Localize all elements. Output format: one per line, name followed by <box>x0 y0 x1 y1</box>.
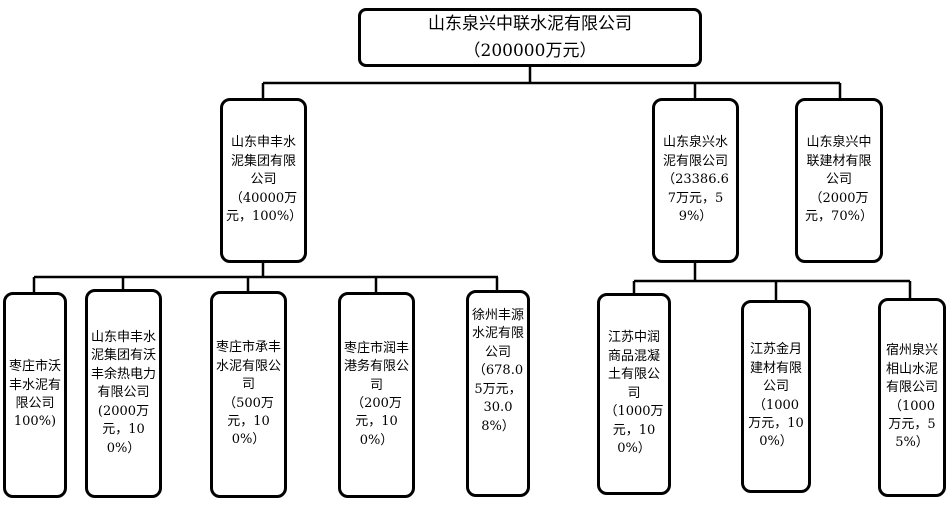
node-runfeng: 枣庄市润丰港务有限公司 （200万元，100%） <box>338 292 415 498</box>
node-wofeng-yure-detail: (2000万元，100%） <box>97 403 150 456</box>
node-xiangshan-detail: （1000万元，55%） <box>888 398 936 451</box>
node-quanxing-shuini-detail: （23386.67万元，59%） <box>662 172 729 225</box>
node-xiangshan: 宿州泉兴相山水泥有限公司 （1000万元，55%） <box>878 298 946 497</box>
node-wofeng-detail: 100%) <box>13 414 57 430</box>
node-jinyue: 江苏金月建材有限公司 （1000万元，100%） <box>741 300 811 493</box>
node-quanxing-shuini-name: 山东泉兴水泥有限公司 <box>662 135 728 169</box>
node-root-name: 山东泉兴中联水泥有限公司 <box>428 14 632 35</box>
node-chengfeng-detail: （500万元，100%） <box>223 395 274 448</box>
node-zhongrun: 江苏中润商品混凝土有限公司 （1000万元，100%） <box>597 293 671 495</box>
node-xiangshan-name: 宿州泉兴相山水泥有限公司 <box>885 343 938 396</box>
node-runfeng-detail: （200万元，100%） <box>351 396 402 448</box>
node-wofeng: 枣庄市沃丰水泥有限公司 100%) <box>3 292 67 498</box>
connector-paths <box>32 67 912 300</box>
node-jinyue-detail: （1000万元，100%） <box>748 397 804 450</box>
node-shenfeng: 山东申丰水泥集团有限公司 （40000万元，100%） <box>220 98 307 263</box>
node-wofeng-yure: 山东申丰水泥集团有沃丰余热电力有限公司 (2000万元，100%） <box>85 289 162 498</box>
node-zhongrun-detail: （1000万元，100%） <box>604 404 664 457</box>
node-jinyue-name: 江苏金月建材有限公司 <box>749 342 802 395</box>
node-quanxing-jiancai: 山东泉兴中联建材有限公司 （2000万元，70%） <box>795 98 883 263</box>
node-root-detail: （200000万元） <box>463 40 597 61</box>
node-fengyuan-detail: （678.05万元，30.08%） <box>472 363 524 434</box>
node-runfeng-name: 枣庄市润丰港务有限公司 <box>344 340 410 393</box>
node-shenfeng-detail: （40000万元，100%） <box>226 190 303 225</box>
node-zhongrun-name: 江苏中润商品混凝土有限公司 <box>607 330 660 401</box>
node-root: 山东泉兴中联水泥有限公司 （200000万元） <box>358 8 702 67</box>
node-shenfeng-name: 山东申丰水泥集团有限公司 <box>230 135 296 188</box>
node-wofeng-name: 枣庄市沃丰水泥有限公司 <box>9 359 62 411</box>
node-chengfeng: 枣庄市承丰水泥有限公司 （500万元，100%） <box>210 291 287 498</box>
node-fengyuan: 徐州丰源水泥有限公司 （678.05万元，30.08%） <box>466 290 530 497</box>
node-chengfeng-name: 枣庄市承丰水泥有限公司 <box>216 340 282 393</box>
node-quanxing-shuini: 山东泉兴水泥有限公司 （23386.67万元，59%） <box>652 98 739 263</box>
node-fengyuan-name: 徐州丰源水泥有限公司 <box>472 308 525 360</box>
node-quanxing-jiancai-detail: （2000万元，70%） <box>805 190 873 225</box>
node-wofeng-yure-name: 山东申丰水泥集团有沃丰余热电力有限公司 <box>91 329 157 401</box>
node-quanxing-jiancai-name: 山东泉兴中联建材有限公司 <box>806 135 872 188</box>
